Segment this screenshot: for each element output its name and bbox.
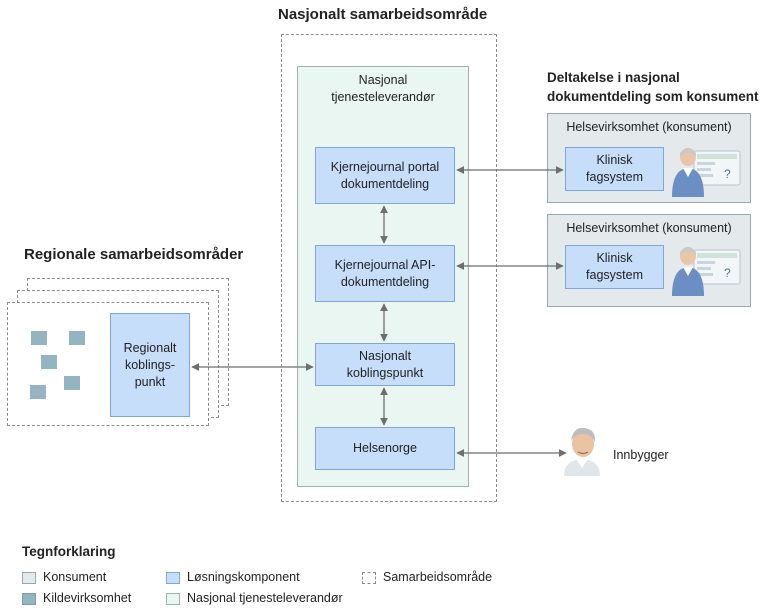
legend-swatch-nasjonal bbox=[166, 593, 180, 605]
consumer-box-2-title: Helsevirksomhet (konsument) bbox=[566, 221, 732, 235]
component-api-dokumentdeling[interactable]: Kjernejournal API-dokumentdeling bbox=[315, 245, 455, 302]
clinician-at-computer-icon: ? bbox=[672, 247, 741, 296]
component-nasjonalt-koblingspunkt[interactable]: Nasjonalt koblingspunkt bbox=[315, 343, 455, 386]
legend-label-losning: Løsningskomponent bbox=[187, 570, 300, 584]
regional-area-title: Regionale samarbeidsområder bbox=[24, 246, 244, 263]
legend-label-nasjonal: Nasjonal tjenesteleverandør bbox=[187, 591, 343, 605]
source-organization-square bbox=[69, 331, 85, 345]
citizen-person-icon bbox=[564, 427, 600, 476]
citizen-label: Innbygger bbox=[613, 448, 669, 462]
source-organization-square bbox=[41, 355, 57, 369]
component-helsenorge[interactable]: Helsenorge bbox=[315, 427, 455, 470]
source-organization-square bbox=[64, 376, 80, 390]
component-portal-dokumentdeling[interactable]: Kjernejournal portal dokumentdeling bbox=[315, 147, 455, 204]
legend-label-kildevirksomhet: Kildevirksomhet bbox=[43, 591, 132, 605]
component-regionalt-koblingspunkt[interactable]: Regionalt koblings-punkt bbox=[110, 313, 190, 417]
consumer-box-1-system[interactable]: Klinisk fagsystem bbox=[565, 147, 664, 191]
legend-title: Tegnforklaring bbox=[22, 544, 116, 559]
consumer-box-1-title: Helsevirksomhet (konsument) bbox=[566, 120, 732, 134]
source-organization-square bbox=[31, 331, 47, 345]
consumer-section-title: Deltakelse i nasjonal dokumentdeling som… bbox=[547, 70, 759, 104]
legend-swatch-konsument bbox=[22, 572, 36, 584]
clinician-at-computer-icon: ? bbox=[672, 148, 741, 197]
legend-swatch-samarbeid bbox=[362, 572, 376, 584]
national-provider-label: Nasjonal tjenesteleverandør bbox=[331, 73, 435, 104]
national-area-title: Nasjonalt samarbeidsområde bbox=[278, 6, 488, 23]
legend-swatch-losning bbox=[166, 572, 180, 584]
legend-label-samarbeid: Samarbeidsområde bbox=[383, 570, 493, 584]
source-organization-square bbox=[30, 385, 46, 399]
svg-text:?: ? bbox=[724, 167, 731, 181]
legend-label-konsument: Konsument bbox=[43, 570, 107, 584]
svg-text:?: ? bbox=[724, 266, 731, 280]
legend-swatch-kildevirksomhet bbox=[22, 593, 36, 605]
consumer-box-2-system[interactable]: Klinisk fagsystem bbox=[565, 245, 664, 289]
